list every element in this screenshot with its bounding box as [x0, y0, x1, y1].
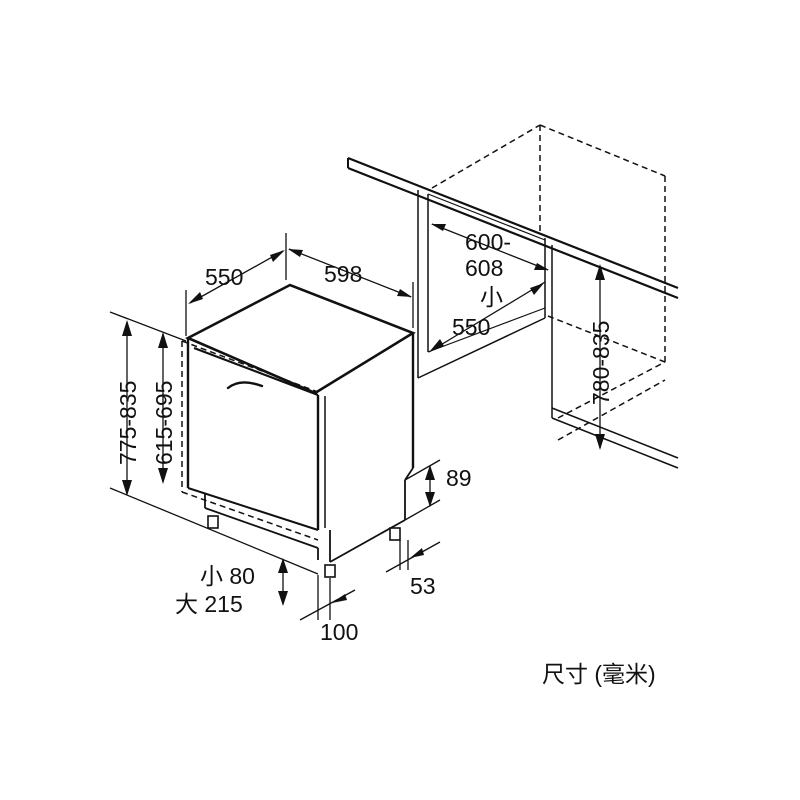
countertop-top-edge — [347, 156, 679, 290]
countertop-bottom-edge — [347, 166, 679, 300]
door-height-arrow-top — [158, 332, 168, 348]
height-arrow-top — [122, 320, 132, 336]
label-front-offset: 100 — [320, 619, 358, 645]
plinth-base-right — [329, 519, 406, 563]
label-door-depth-min: 小 80 — [200, 563, 255, 589]
front-offset-arrow — [332, 594, 347, 603]
left-panel-base — [417, 317, 546, 379]
label-niche-depth: 550 — [452, 314, 490, 340]
plinth-rear-top — [404, 467, 414, 481]
niche-dash-2 — [539, 124, 666, 177]
niche-dash-6 — [557, 361, 666, 419]
foot-offset-arrow — [410, 548, 424, 558]
door-top-edge — [193, 346, 319, 397]
front-offset-dimension-line — [299, 589, 356, 621]
label-niche-width-line2: 608 — [465, 255, 503, 281]
door-depth-arrow-top — [278, 558, 288, 573]
door-bottom-edge — [187, 487, 319, 531]
dimension-lines — [109, 223, 605, 621]
label-niche-depth-min: 小 — [480, 284, 503, 310]
niche-depth-arrow-left — [430, 339, 444, 351]
right-panel-lower — [551, 417, 679, 469]
label-door-height-range: 615-695 — [151, 381, 177, 465]
niche-height-arrow-top — [595, 264, 605, 280]
right-panel-outer — [551, 407, 679, 459]
depth-dimension-line — [189, 250, 284, 304]
label-niche-height: 780-835 — [588, 321, 614, 405]
depth-arrow-left — [188, 292, 203, 304]
niche-height-arrow-bottom — [595, 434, 605, 450]
niche-dash-7 — [557, 379, 666, 441]
plinth-arrow-top — [425, 465, 435, 480]
dishwasher-body — [181, 283, 416, 578]
left-panel-inner-bottom — [427, 307, 546, 353]
label-depth: 550 — [205, 264, 243, 290]
label-door-depth-max: 大 215 — [175, 591, 243, 617]
niche-dash-1 — [431, 124, 541, 189]
door-handle — [226, 381, 264, 390]
width-arrow-left — [288, 249, 303, 257]
niche-depth-dimension-line — [428, 281, 546, 353]
dishwasher-top-face — [184, 283, 416, 395]
foot-front-left — [207, 515, 219, 529]
niche-width-arrow-right — [534, 263, 549, 270]
niche-width-arrow-left — [431, 224, 446, 231]
label-height-range: 775-835 — [115, 381, 141, 465]
plinth-base — [204, 507, 319, 549]
height-ext-bottom — [109, 487, 319, 575]
kitchen-niche — [347, 124, 679, 469]
width-arrow-right — [397, 289, 412, 297]
label-niche-width-line1: 600- — [465, 229, 511, 255]
door-dash-bottom — [181, 491, 319, 541]
door-dash-top — [181, 340, 319, 393]
dimension-labels: 550 598 775-835 615-695 89 53 小 80 大 215… — [115, 229, 656, 687]
niche-dash-5 — [547, 315, 666, 363]
label-width: 598 — [324, 261, 362, 287]
left-panel-inner-top — [427, 193, 546, 241]
label-plinth: 89 — [446, 465, 472, 491]
foot-front-right — [324, 564, 336, 578]
plinth-ext-top — [404, 459, 441, 481]
niche-width-dimension-line — [431, 223, 549, 271]
height-arrow-bottom — [122, 480, 132, 496]
plinth-ext-bottom — [404, 499, 441, 521]
label-foot-offset: 53 — [410, 573, 436, 599]
depth-arrow-right — [270, 250, 285, 262]
foot-rear-right — [389, 527, 401, 541]
width-dimension-line — [288, 248, 412, 298]
height-ext-top — [109, 311, 187, 342]
plinth-arrow-bottom — [425, 492, 435, 507]
niche-depth-arrow-right — [530, 283, 544, 295]
caption-units: 尺寸 (毫米) — [542, 661, 656, 687]
door-height-arrow-bottom — [158, 468, 168, 484]
door-depth-arrow-bottom — [278, 591, 288, 606]
